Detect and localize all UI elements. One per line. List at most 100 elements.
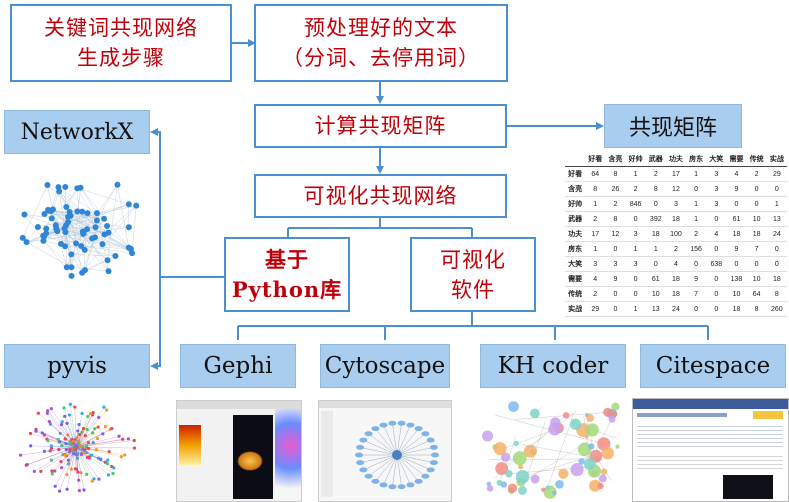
matrix-cell: 61 xyxy=(646,272,666,287)
matrix-cell: 7 xyxy=(686,287,706,302)
matrix-cell: 8 xyxy=(747,302,767,317)
matrix-cell: 9 xyxy=(686,272,706,287)
matrix-column-header: 需要 xyxy=(726,152,746,167)
matrix-cell: 18 xyxy=(726,302,746,317)
matrix-cell: 12 xyxy=(666,182,686,197)
matrix-cell: 64 xyxy=(585,167,605,182)
matrix-row-header: 需要 xyxy=(565,272,585,287)
matrix-cell: 3 xyxy=(585,257,605,272)
matrix-cell: 18 xyxy=(646,227,666,242)
matrix-cell: 0 xyxy=(747,197,767,212)
pyvis-graph-image xyxy=(6,395,146,499)
branch-visualize xyxy=(288,218,472,237)
matrix-cell: 156 xyxy=(686,242,706,257)
pyvis-label: pyvis xyxy=(47,353,107,379)
visualization-software-line2: 软件 xyxy=(451,275,495,305)
matrix-cell: 0 xyxy=(767,242,787,257)
preprocessed-text-note: （分词、去停用词） xyxy=(282,43,480,73)
matrix-cell: 10 xyxy=(747,212,767,227)
matrix-cell: 18 xyxy=(726,227,746,242)
matrix-cell: 29 xyxy=(767,167,787,182)
matrix-cell: 0 xyxy=(706,302,726,317)
khcoder-box: KH coder xyxy=(480,344,626,388)
matrix-cell: 18 xyxy=(767,272,787,287)
matrix-row-header: 功夫 xyxy=(565,227,585,242)
matrix-cell: 0 xyxy=(646,197,666,212)
arrow-python-to-networkx xyxy=(152,132,224,277)
matrix-cell: 61 xyxy=(726,212,746,227)
python-library-box: 基于 Python库 xyxy=(224,237,350,312)
matrix-cell: 18 xyxy=(666,287,686,302)
gephi-screenshot-image xyxy=(176,400,302,502)
matrix-cell: 0 xyxy=(686,257,706,272)
keyword-network-steps-box: 关键词共现网络 生成步骤 xyxy=(10,4,232,82)
matrix-cell: 846 xyxy=(626,197,646,212)
matrix-cell: 26 xyxy=(605,182,625,197)
matrix-cell: 0 xyxy=(646,257,666,272)
matrix-cell: 0 xyxy=(706,287,726,302)
matrix-cell: 8 xyxy=(585,182,605,197)
gephi-label: Gephi xyxy=(204,353,273,379)
pyvis-box: pyvis xyxy=(4,344,150,388)
matrix-cell: 1 xyxy=(686,212,706,227)
matrix-cell: 2 xyxy=(747,167,767,182)
matrix-cell: 0 xyxy=(626,287,646,302)
matrix-cell: 18 xyxy=(666,272,686,287)
arrow-python-to-pyvis xyxy=(152,277,160,366)
matrix-cell: 1 xyxy=(626,242,646,257)
matrix-row-header: 好看 xyxy=(565,167,585,182)
matrix-cell: 2 xyxy=(605,197,625,212)
matrix-column-header: 好帅 xyxy=(626,152,646,167)
matrix-cell: 1 xyxy=(626,167,646,182)
matrix-cell: 1 xyxy=(686,197,706,212)
matrix-column-header: 功夫 xyxy=(666,152,686,167)
matrix-cell: 2 xyxy=(585,212,605,227)
matrix-cell: 0 xyxy=(626,272,646,287)
matrix-cell: 0 xyxy=(626,212,646,227)
matrix-cell: 9 xyxy=(605,272,625,287)
matrix-cell: 2 xyxy=(666,242,686,257)
matrix-cell: 1 xyxy=(585,197,605,212)
matrix-cell: 2 xyxy=(626,182,646,197)
visualization-software-line1: 可视化 xyxy=(440,245,506,275)
matrix-cell: 392 xyxy=(646,212,666,227)
matrix-cell: 9 xyxy=(726,182,746,197)
visualize-network-box: 可视化共现网络 xyxy=(254,174,507,218)
matrix-cell: 3 xyxy=(706,182,726,197)
matrix-row-header: 实战 xyxy=(565,302,585,317)
cytoscape-label: Cytoscape xyxy=(325,353,445,379)
matrix-cell: 3 xyxy=(626,257,646,272)
matrix-cell: 4 xyxy=(726,167,746,182)
matrix-cell: 7 xyxy=(747,242,767,257)
matrix-cell: 0 xyxy=(605,302,625,317)
matrix-cell: 4 xyxy=(706,227,726,242)
matrix-cell: 29 xyxy=(585,302,605,317)
matrix-column-header: 大笑 xyxy=(706,152,726,167)
matrix-cell: 8 xyxy=(767,287,787,302)
matrix-cell: 0 xyxy=(767,257,787,272)
cooccurrence-matrix-box: 共现矩阵 xyxy=(604,104,742,148)
matrix-column-header: 实战 xyxy=(767,152,787,167)
matrix-cell: 1 xyxy=(626,302,646,317)
matrix-cell: 2 xyxy=(646,167,666,182)
matrix-cell: 18 xyxy=(666,212,686,227)
matrix-column-header: 房东 xyxy=(686,152,706,167)
matrix-cell: 9 xyxy=(726,242,746,257)
matrix-row-header: 武器 xyxy=(565,212,585,227)
matrix-cell: 0 xyxy=(605,242,625,257)
matrix-cell: 4 xyxy=(666,257,686,272)
matrix-cell: 2 xyxy=(585,287,605,302)
visualization-software-box: 可视化 软件 xyxy=(410,237,536,312)
matrix-cell: 0 xyxy=(726,197,746,212)
matrix-row-header: 房东 xyxy=(565,242,585,257)
matrix-cell: 24 xyxy=(666,302,686,317)
matrix-cell: 0 xyxy=(767,182,787,197)
python-library-line1: 基于 xyxy=(265,245,309,275)
